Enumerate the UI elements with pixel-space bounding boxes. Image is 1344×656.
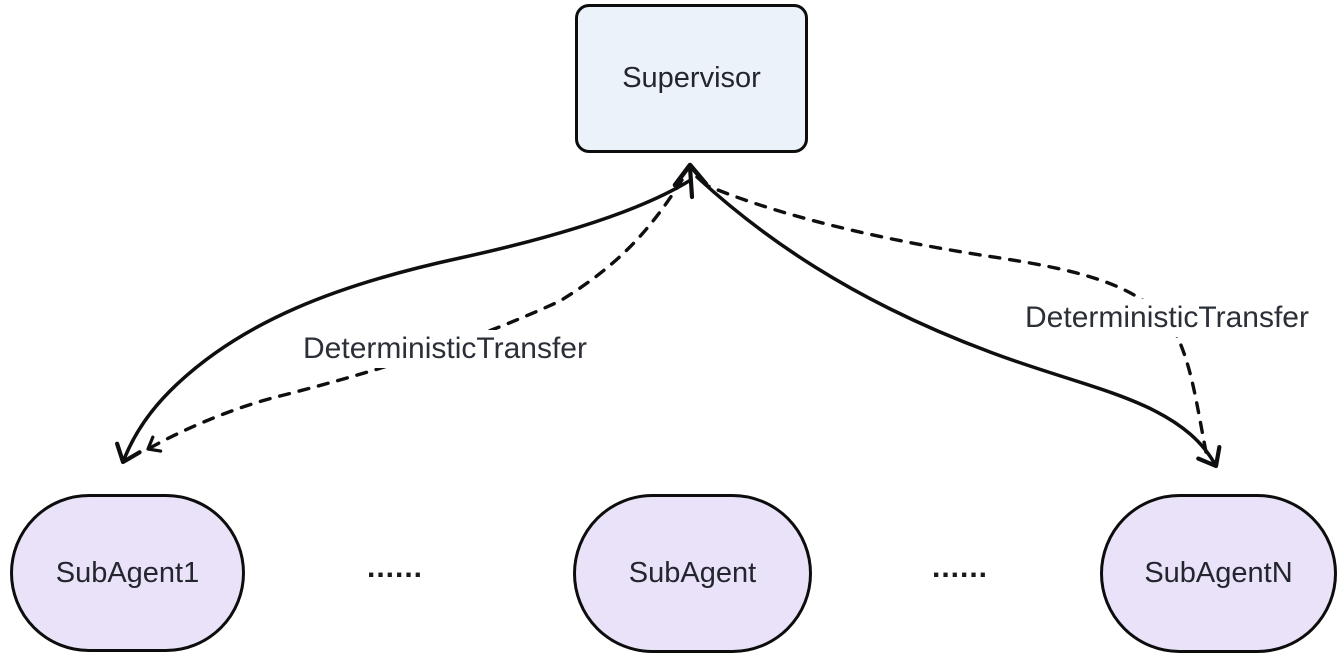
edge-supervisor-to-subagent1-dashed — [146, 178, 684, 453]
node-subagent1-label: SubAgent1 — [55, 556, 200, 589]
ellipsis-right: ...... — [931, 551, 988, 584]
edge-label-deterministic-transfer-left: DeterministicTransfer — [288, 330, 602, 368]
node-subagent: SubAgent — [573, 494, 812, 653]
ellipsis-left: ...... — [366, 551, 423, 584]
node-subagentn-label: SubAgentN — [1144, 557, 1293, 589]
edge-supervisor-to-subagentn-solid — [695, 175, 1222, 469]
edge-supervisor-to-subagent1-solid — [115, 179, 691, 465]
edge-subagentn-to-supervisor-dashed — [706, 184, 1208, 454]
node-supervisor: Supervisor — [575, 4, 808, 153]
node-subagentn: SubAgentN — [1100, 494, 1337, 653]
node-supervisor-label: Supervisor — [622, 62, 761, 94]
edge-label-deterministic-transfer-right: DeterministicTransfer — [1010, 299, 1324, 337]
node-subagent-label: SubAgent — [628, 557, 757, 589]
arrowhead-into-supervisor-stem — [687, 164, 695, 200]
node-subagent1: SubAgent1 — [10, 494, 245, 652]
